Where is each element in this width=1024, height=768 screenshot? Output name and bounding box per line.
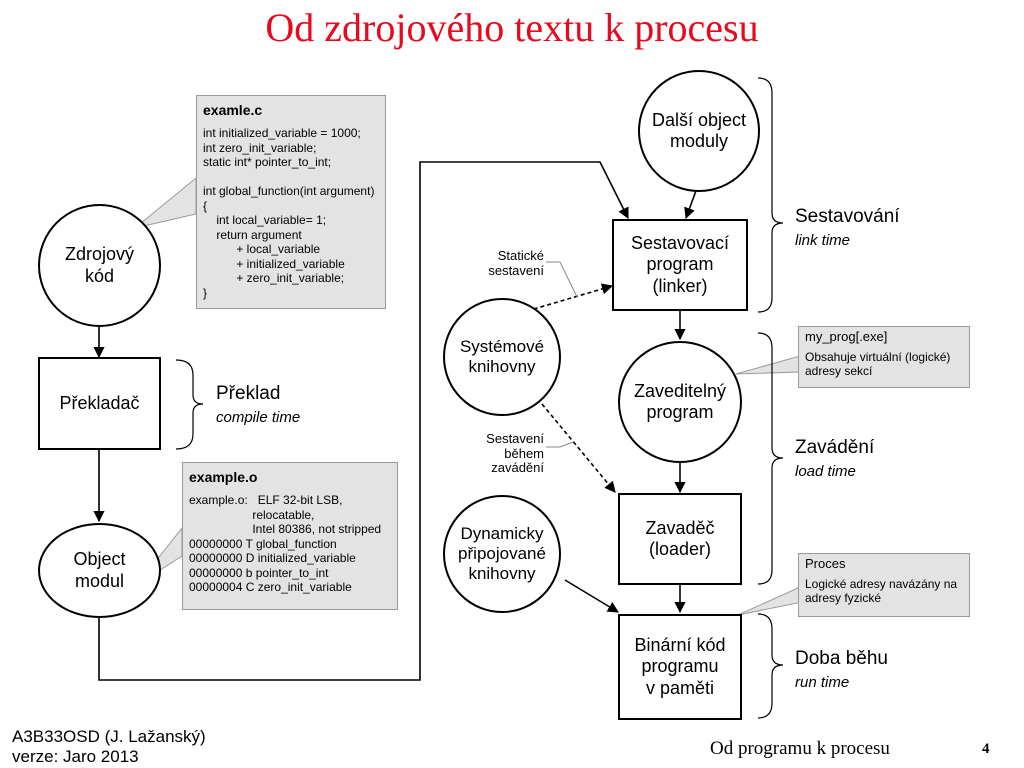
my-prog-header: my_prog[.exe] xyxy=(805,329,888,344)
example-o-callout: example.o example.o: ELF 32-bit LSB, rel… xyxy=(182,462,398,610)
binary-code-in-memory-node: Binární kód programu v paměti xyxy=(618,614,742,720)
my-prog-callout-tail xyxy=(735,355,801,375)
loader-node: Zavaděč (loader) xyxy=(618,493,742,585)
my-prog-description: Obsahuje virtuální (logické) adresy sekc… xyxy=(805,350,951,379)
phase-run: Doba běhu run time xyxy=(795,648,888,694)
footer-topic: Od programu k procesu xyxy=(710,738,890,759)
phase-load-cz: Zavádění xyxy=(795,437,875,458)
phase-load-en: load time xyxy=(795,463,856,480)
phase-compile-cz: Překlad xyxy=(216,383,281,404)
phase-link-en: link time xyxy=(795,232,851,249)
phase-compile: Překlad compile time xyxy=(216,383,300,429)
dynamic-libraries-node: Dynamicky připojované knihovny xyxy=(443,495,561,613)
phase-compile-en: compile time xyxy=(216,409,301,426)
brace-sestavovani xyxy=(757,77,784,313)
page-number: 4 xyxy=(982,741,990,757)
leader-static-linking xyxy=(546,261,578,298)
wire-object-to-linker xyxy=(98,161,629,681)
system-libraries-node: Systémové knihovny xyxy=(443,298,561,416)
phase-link: Sestavování link time xyxy=(795,206,900,252)
arrow-dynlibs-to-binary xyxy=(564,579,619,613)
object-module-node: Object modul xyxy=(38,523,161,618)
other-object-modules-node: Další object moduly xyxy=(638,70,760,192)
loadable-program-node: Zaveditelný program xyxy=(618,341,742,463)
phase-load: Zavádění load time xyxy=(795,437,874,483)
dashed-arrow-syslibs-to-linker xyxy=(526,283,614,312)
proces-callout: Proces Logické adresy navázány na adresy… xyxy=(798,553,970,617)
footer-author: A3B33OSD (J. Lažanský) xyxy=(12,727,206,746)
my-prog-callout: my_prog[.exe] Obsahuje virtuální (logick… xyxy=(798,326,970,388)
brace-preklad xyxy=(175,359,204,450)
static-linking-note: Statické sestavení xyxy=(488,248,544,278)
examle-c-header: examle.c xyxy=(203,102,263,118)
slide-title: Od zdrojového textu k procesu xyxy=(265,5,759,50)
footer-version: verze: Jaro 2013 xyxy=(12,747,139,766)
example-o-header: example.o xyxy=(189,469,258,485)
brace-zavadeni xyxy=(757,332,784,585)
phase-run-en: run time xyxy=(795,674,850,691)
proces-header: Proces xyxy=(805,556,846,571)
dashed-arrow-syslibs-to-loader xyxy=(541,403,616,493)
examle-c-code: int initialized_variable = 1000; int zer… xyxy=(203,126,375,300)
compiler-node: Překladač xyxy=(38,357,161,450)
arrow-other-objects-to-linker xyxy=(684,187,698,220)
source-code-node: Zdrojový kód xyxy=(38,204,161,327)
linker-node: Sestavovací program (linker) xyxy=(612,219,748,311)
examle-c-callout-tail xyxy=(134,176,197,229)
examle-c-callout: examle.c int initialized_variable = 1000… xyxy=(196,95,386,309)
load-time-linking-note: Sestavení během zavádění xyxy=(486,431,544,475)
example-o-symbols: example.o: ELF 32-bit LSB, relocatable, … xyxy=(189,493,382,594)
leader-load-time-linking xyxy=(546,441,574,448)
phase-link-cz: Sestavování xyxy=(795,206,900,227)
phase-run-cz: Doba běhu xyxy=(795,648,888,669)
proces-description: Logické adresy navázány na adresy fyzick… xyxy=(805,577,958,606)
footer-course: A3B33OSD (J. Lažanský) verze: Jaro 2013 xyxy=(12,727,206,767)
brace-doba-behu xyxy=(757,613,784,719)
